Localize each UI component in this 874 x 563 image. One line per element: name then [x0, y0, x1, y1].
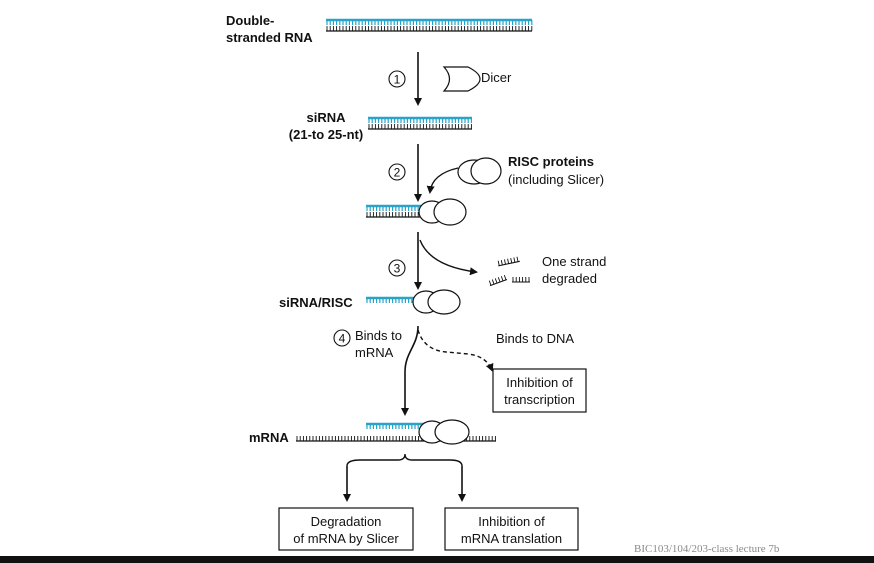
footer-bar — [0, 556, 874, 563]
risc-complex-shape-2 — [412, 289, 461, 315]
risc-complex-shape-1 — [418, 198, 467, 226]
footer-caption: BIC103/104/203-class lecture 7b — [634, 543, 780, 555]
risc-join-arrow — [426, 167, 459, 194]
risc-proteins-shape — [457, 157, 502, 185]
dna-branch-arrow — [417, 329, 494, 372]
dsrna-molecule — [326, 18, 533, 32]
transcription-box-line2: transcription — [504, 392, 575, 407]
sirna-risc-duplex — [366, 204, 458, 218]
outcome-brace — [346, 453, 463, 467]
risc-label-line1: RISC proteins — [508, 154, 594, 169]
mrna-label: mRNA — [249, 430, 289, 445]
binds-mrna-label-line1: Binds to — [355, 328, 402, 343]
dsrna-label-line2: stranded RNA — [226, 30, 313, 45]
degraded-label-line1: One strand — [542, 254, 606, 269]
step1-number: 1 — [394, 73, 401, 87]
sirna-molecule — [368, 116, 472, 130]
strand-release-arrow — [419, 239, 478, 276]
sirna-label-line1: siRNA — [306, 110, 346, 125]
sirna-risc-label: siRNA/RISC — [279, 295, 353, 310]
transcription-box-line1: Inhibition of — [506, 375, 573, 390]
dicer-shape — [442, 66, 481, 92]
risc-complex-shape-3 — [418, 419, 470, 445]
degraded-fragments — [488, 256, 530, 287]
dsrna-label-line1: Double- — [226, 13, 274, 28]
degradation-box-line1: Degradation — [311, 514, 382, 529]
binds-mrna-label-line2: mRNA — [355, 345, 394, 360]
step3-number: 3 — [394, 262, 401, 276]
step2-number: 2 — [394, 166, 401, 180]
dicer-label: Dicer — [481, 70, 512, 85]
step4-marker: 4 — [333, 329, 351, 347]
transcription-inhibition-box — [492, 368, 587, 413]
translation-box-line1: Inhibition of — [478, 514, 545, 529]
degradation-box-line2: of mRNA by Slicer — [293, 531, 399, 546]
sirna-label-line2: (21-to 25-nt) — [289, 127, 363, 142]
step4-number: 4 — [339, 332, 346, 346]
step3-marker: 3 — [388, 259, 406, 277]
risc-label-line2: (including Slicer) — [508, 172, 604, 187]
step1-marker: 1 — [388, 70, 406, 88]
binds-dna-label: Binds to DNA — [496, 331, 574, 346]
step4-arrow-to-mrna — [401, 325, 419, 416]
degraded-label-line2: degraded — [542, 271, 597, 286]
degradation-box — [278, 507, 414, 551]
translation-inhibition-box — [444, 507, 579, 551]
translation-box-line2: mRNA translation — [461, 531, 562, 546]
step2-marker: 2 — [388, 163, 406, 181]
